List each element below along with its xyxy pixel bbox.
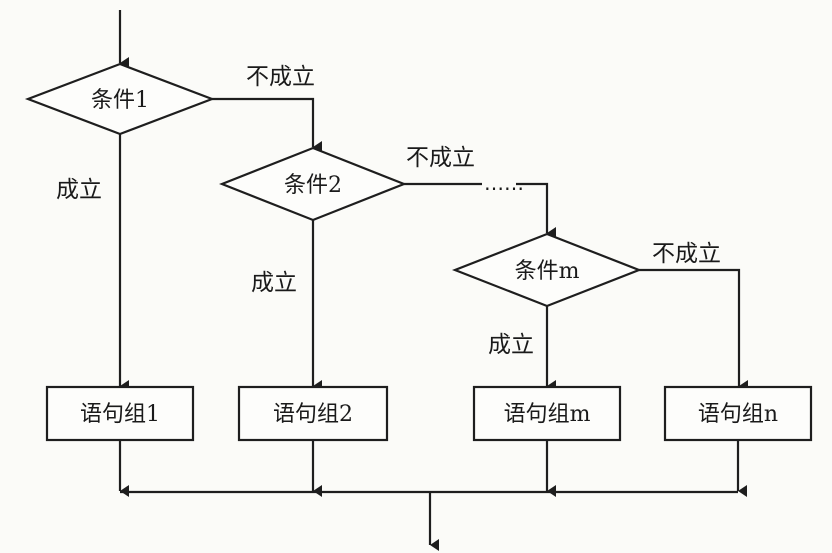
condition-1-false-label: 不成立 <box>246 64 315 90</box>
statement-group-n-box <box>663 385 813 442</box>
condition-m-label: 条件m <box>515 259 580 284</box>
condition-2-true-label: 成立 <box>251 270 297 296</box>
condition-1-label: 条件1 <box>91 88 149 113</box>
condition-m-false-label: 不成立 <box>652 241 721 267</box>
statement-group-1-label: 语句组1 <box>80 402 160 427</box>
ellipsis-to-condition-m-arrow <box>516 182 556 239</box>
condition-2-false-label: 不成立 <box>406 145 475 171</box>
condition-m-false-arrow <box>639 268 748 392</box>
condition-1-false-arrow <box>212 97 322 153</box>
statement-group-2-box <box>237 385 389 442</box>
condition-m-true-label: 成立 <box>488 332 534 358</box>
statement-group-m-box <box>472 385 622 442</box>
statement-group-m-label: 语句组m <box>504 402 591 427</box>
condition-1-true-label: 成立 <box>56 177 102 203</box>
statement-group-2-label: 语句组2 <box>273 402 353 427</box>
statement-group-n-label: 语句组n <box>698 402 778 427</box>
condition-2-label: 条件2 <box>284 173 342 198</box>
statement-group-1-box <box>45 385 195 442</box>
